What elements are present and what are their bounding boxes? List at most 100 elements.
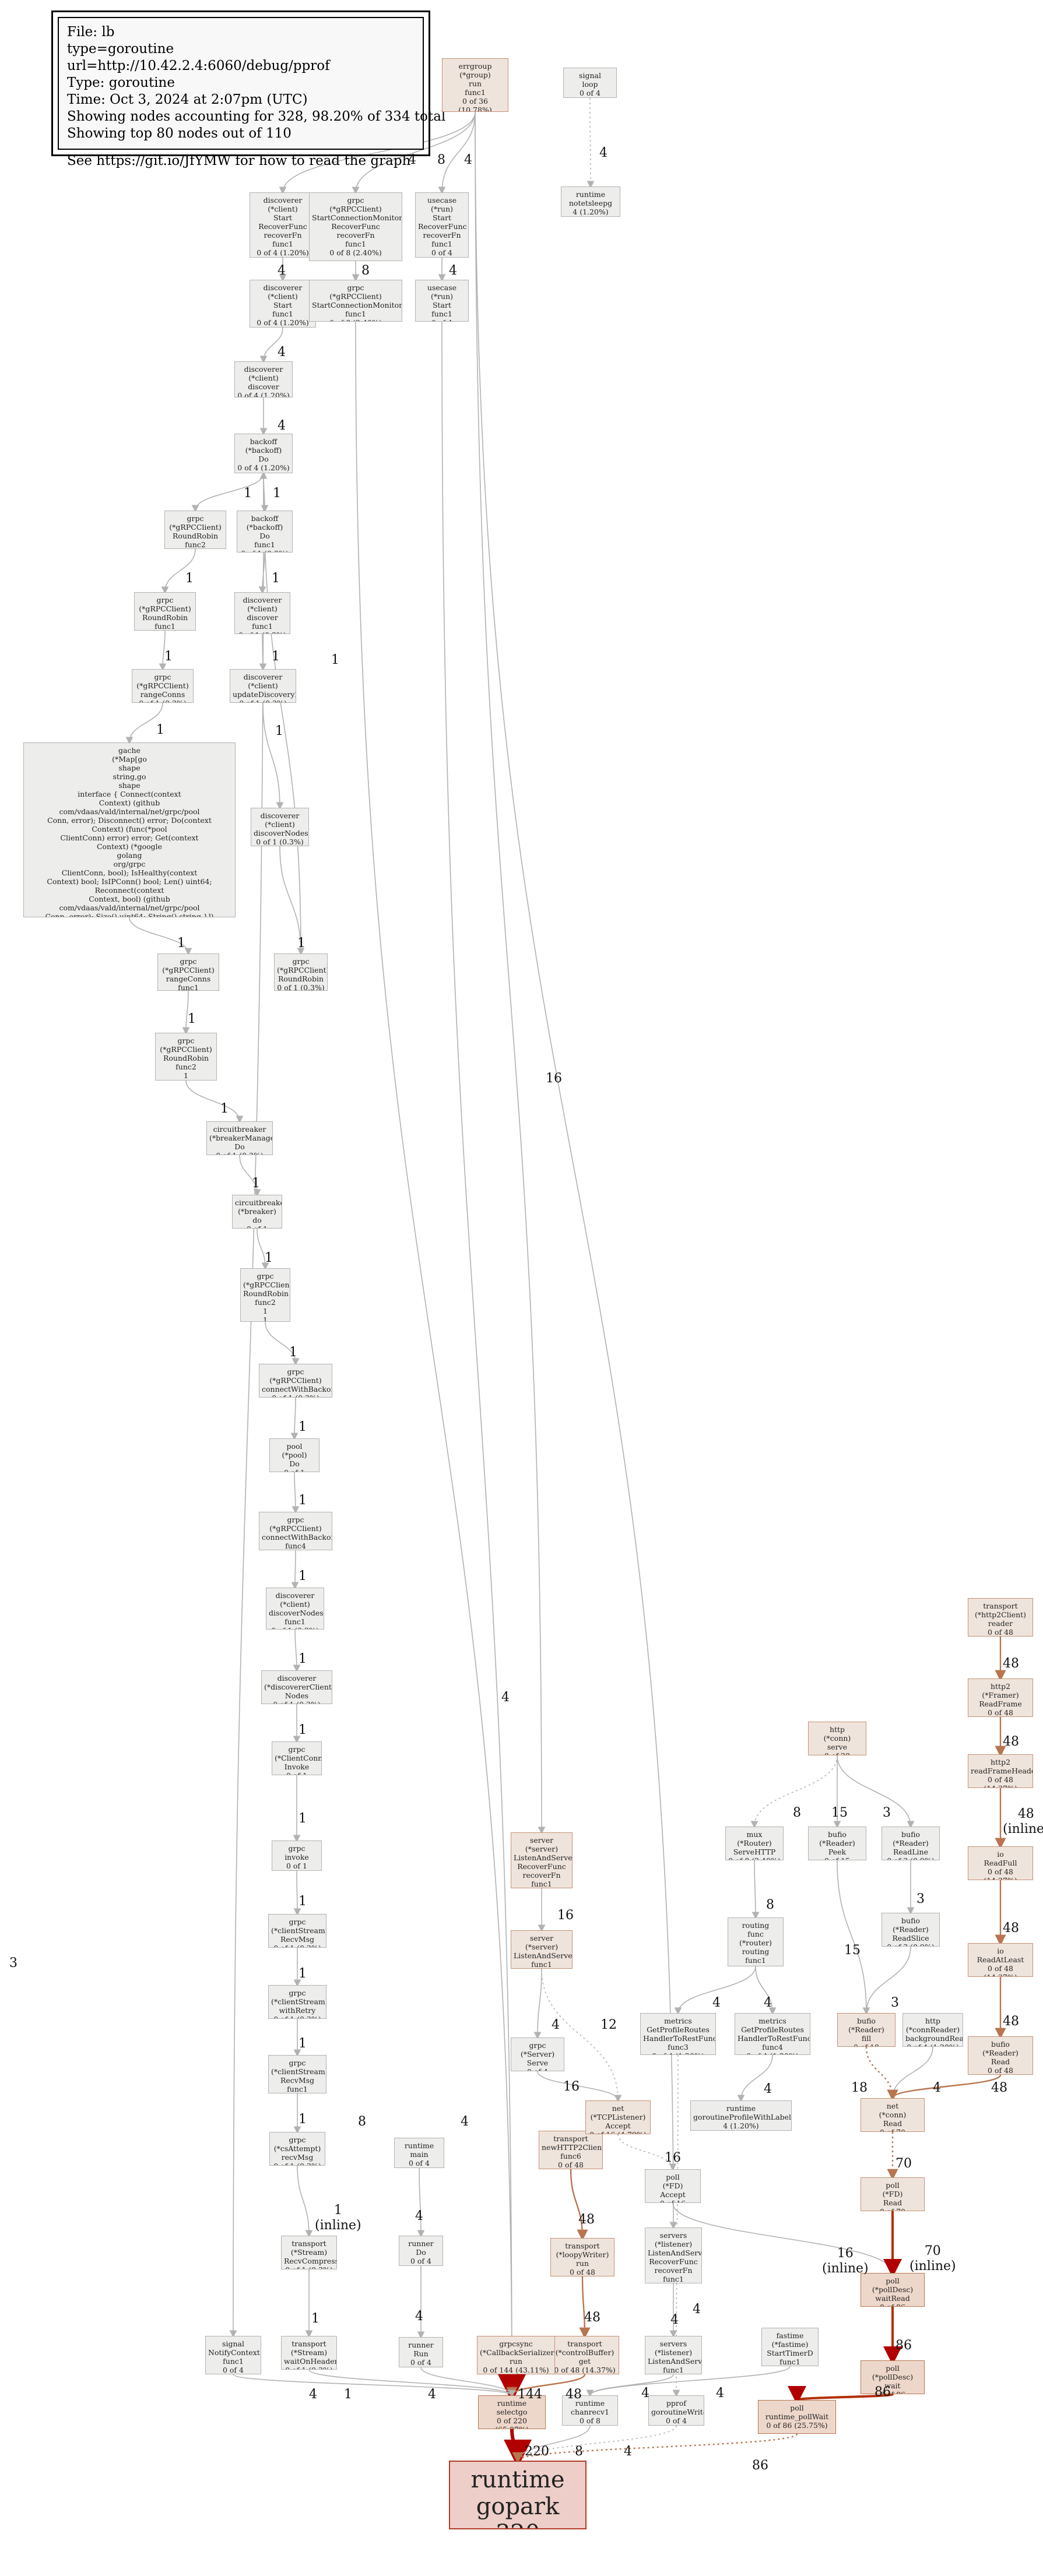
graph-node-grpc-withretry[interactable]: grpc (*clientStream) withRetry 0 of 1 (0… xyxy=(268,1985,326,2019)
graph-node-runner-do[interactable]: runner Do 0 of 4 (1.20%) xyxy=(399,2236,443,2266)
graph-node-gache-range[interactable]: gache (*Map[go shape string,go shape int… xyxy=(23,742,236,917)
graph-node-bufio-peek[interactable]: bufio (*Reader) Peek 0 of 15 (4.49%) xyxy=(808,1827,866,1860)
graph-node-usecase-start-func1[interactable]: usecase (*run) Start func1 0 of 4 (1.20%… xyxy=(415,280,469,322)
graph-node-pool-do[interactable]: pool (*pool) Do 0 of 1 (0.3%) xyxy=(269,1438,319,1472)
graph-node-transport-loopywriter[interactable]: transport (*loopyWriter) run 0 of 48 (14… xyxy=(550,2238,614,2276)
graph-edge xyxy=(265,1321,300,1366)
graph-node-disc-discover[interactable]: discoverer (*client) discover 0 of 4 (1.… xyxy=(234,361,293,397)
graph-node-http-connreader-bgread[interactable]: http (*connReader) backgroundRead 0 of 4… xyxy=(902,2013,963,2047)
edge-weight-label: 1 xyxy=(273,486,281,501)
edge-weight-label: 220 xyxy=(525,2444,549,2459)
graph-node-pprof-goroutine[interactable]: pprof goroutineWrite 0 of 4 (1.20%) xyxy=(648,2395,704,2426)
graph-node-errgroup[interactable]: errgroup (*group) run func1 0 of 36 (10.… xyxy=(442,58,508,112)
graph-node-runtime-selectgo[interactable]: runtime selectgo 0 of 220 (65.87%) xyxy=(478,2395,546,2429)
graph-edge xyxy=(441,321,516,2398)
graph-node-bufio-readline[interactable]: bufio (*Reader) ReadLine 0 of 3 (0.9%) xyxy=(882,1827,940,1860)
graph-node-bufio-readslice[interactable]: bufio (*Reader) ReadSlice 0 of 3 (0.9%) xyxy=(882,1913,940,1947)
graph-node-runner-run[interactable]: runner Run 0 of 4 (1.20%) xyxy=(399,2337,443,2367)
graph-edge xyxy=(737,2054,773,2103)
edge-weight-label: 86 xyxy=(875,2385,891,2399)
graph-node-io-readfull[interactable]: io ReadFull 0 of 48 (14.37%) xyxy=(968,1846,1033,1880)
graph-node-disc-discover-func1[interactable]: discoverer (*client) discover func1 0 of… xyxy=(234,592,290,634)
graph-node-grpc-roundrobin-func2[interactable]: grpc (*gRPCClient) RoundRobin func2 0 of… xyxy=(164,511,226,549)
graph-node-grpc-server-serve[interactable]: grpc (*Server) Serve 0 of 4 (1.20%) xyxy=(511,2037,564,2071)
graph-node-grpc-startconn-func1[interactable]: grpc (*gRPCClient) StartConnectionMonito… xyxy=(309,280,402,322)
graph-node-poll-fd-accept[interactable]: poll (*FD) Accept 0 of 16 (4.79%) xyxy=(645,2169,701,2203)
graph-node-bufio-fill[interactable]: bufio (*Reader) fill 0 of 18 (5.39%) xyxy=(837,2013,895,2047)
edge-weight-label: 1 xyxy=(298,2036,307,2051)
graph-node-server-recover[interactable]: server (*server) ListenAndServe RecoverF… xyxy=(511,1832,573,1888)
graph-node-http2-framer-readframe[interactable]: http2 (*Framer) ReadFrame 0 of 48 (14.37… xyxy=(968,1678,1033,1717)
graph-node-routing-func1[interactable]: routing func (*router) routing func1 0 o… xyxy=(728,1917,784,1966)
graph-node-poll-polldesc-waitread[interactable]: poll (*pollDesc) waitRead 0 of 86 (25.75… xyxy=(861,2273,925,2307)
graph-node-grpc-roundrobin-func1[interactable]: grpc (*gRPCClient) RoundRobin func1 0 of… xyxy=(134,592,196,631)
graph-node-runtime-main[interactable]: runtime main 0 of 4 (1.20%) xyxy=(394,2138,444,2168)
graph-node-grpc-roundrobin[interactable]: grpc (*gRPCClient) RoundRobin 0 of 1 (0.… xyxy=(274,953,328,991)
graph-node-backoff-do[interactable]: backoff (*backoff) Do 0 of 4 (1.20%) xyxy=(234,434,293,473)
edge-weight-label: 1 xyxy=(177,936,185,951)
graph-node-grpc-connectwithbackoff[interactable]: grpc (*gRPCClient) connectWithBackoff 0 … xyxy=(259,1364,332,1398)
graph-node-transport-recvcompress[interactable]: transport (*Stream) RecvCompress 0 of 1 … xyxy=(281,2236,337,2269)
graph-node-runtime-notetsleepg[interactable]: runtime notetsleepg 4 (1.20%) xyxy=(561,186,620,217)
graph-node-grpc-cc-invoke[interactable]: grpc (*ClientConn) Invoke 0 of 1 (0.3%) xyxy=(272,1741,322,1775)
graph-node-poll-runtime-pollwait[interactable]: poll runtime_pollWait 0 of 86 (25.75%) xyxy=(758,2400,836,2434)
graph-node-grpc-rr-func2-1-1[interactable]: grpc (*gRPCClient) RoundRobin func2 1 1 … xyxy=(240,1268,290,1322)
graph-node-poll-fd-read[interactable]: poll (*FD) Read 0 of 70 (20.96%) xyxy=(861,2177,925,2211)
graph-node-servers-listenandserve-recover[interactable]: servers (*listener) ListenAndServe Recov… xyxy=(645,2227,702,2283)
graph-node-transport-controlbuffer[interactable]: transport (*controlBuffer) get 0 of 48 (… xyxy=(550,2336,619,2374)
graph-node-grpc-clientstream-recvmsg[interactable]: grpc (*clientStream) RecvMsg 0 of 1 (0.3… xyxy=(268,1914,326,1948)
graph-node-disc-discovernodes[interactable]: discoverer (*client) discoverNodes 0 of … xyxy=(251,808,309,846)
graph-node-metrics-func4[interactable]: metrics GetProfileRoutes HandlerToRestFu… xyxy=(735,2013,810,2055)
graph-node-io-readatleast[interactable]: io ReadAtLeast 0 of 48 (14.37%) xyxy=(968,1943,1033,1977)
graph-node-cb-do[interactable]: circuitbreaker (*breakerManager) Do 0 of… xyxy=(206,1121,273,1155)
graph-node-grpc-invoke[interactable]: grpc invoke 0 of 1 (0.3%) xyxy=(272,1840,322,1871)
graph-node-signal-notifycontext[interactable]: signal NotifyContext func1 0 of 4 (1.20%… xyxy=(205,2336,261,2374)
graph-node-grpc-cwb-func4[interactable]: grpc (*gRPCClient) connectWithBackoff fu… xyxy=(259,1512,332,1550)
edge-weight-label: 8 xyxy=(793,1806,801,1820)
graph-node-runtime-gopark[interactable]: runtime gopark 320 (95.81%) xyxy=(449,2461,587,2529)
graph-node-net-conn-read[interactable]: net (*conn) Read 0 of 70 (20.96%) xyxy=(861,2098,925,2132)
graph-node-disc-discovernodes-func1[interactable]: discoverer (*client) discoverNodes func1… xyxy=(266,1588,324,1630)
graph-node-grpc-startconn-recover[interactable]: grpc (*gRPCClient) StartConnectionMonito… xyxy=(309,192,402,261)
edge-weight-label: 1 xyxy=(298,2112,307,2127)
graph-node-signal-loop[interactable]: signal loop 0 of 4 (1.20%) xyxy=(563,68,617,98)
graph-node-transport-newhttp2client[interactable]: transport newHTTP2Client func6 0 of 48 (… xyxy=(539,2131,603,2169)
graph-edge xyxy=(292,1472,300,1514)
graph-node-disc-nodes[interactable]: discoverer (*discovererClient) Nodes 0 o… xyxy=(261,1670,332,1704)
graph-node-disc-start-recover[interactable]: discoverer (*client) Start RecoverFunc r… xyxy=(250,192,316,258)
graph-node-http-conn-serve[interactable]: http (*conn) serve 0 of 28 (8.38%) xyxy=(808,1722,866,1755)
graph-edge xyxy=(308,2369,516,2398)
graph-node-grpc-rangeconns[interactable]: grpc (*gRPCClient) rangeConns 0 of 1 (0.… xyxy=(132,669,194,703)
graph-node-backoff-do-func1[interactable]: backoff (*backoff) Do func1 0 of 1 (0.3%… xyxy=(237,511,293,552)
edge-weight-label: 1 xyxy=(298,1652,307,1666)
graph-node-poll-polldesc-wait[interactable]: poll (*pollDesc) wait 0 of 86 (25.75%) xyxy=(861,2360,925,2394)
edge-weight-label: 48 xyxy=(1003,2014,1019,2029)
graph-node-grpc-recvmsg-func1[interactable]: grpc (*clientStream) RecvMsg func1 0 of … xyxy=(268,2055,326,2093)
edge-weight-label: 48 xyxy=(566,2387,582,2402)
graph-edge xyxy=(262,702,284,810)
graph-edge xyxy=(355,321,516,2398)
graph-node-runtime-goroutineprofile[interactable]: runtime goroutineProfileWithLabels 4 (1.… xyxy=(690,2100,792,2131)
graph-node-transport-http2client-reader[interactable]: transport (*http2Client) reader 0 of 48 … xyxy=(968,1598,1033,1637)
graph-node-transport-waitonheader[interactable]: transport (*Stream) waitOnHeader 0 of 1 … xyxy=(281,2336,337,2370)
graph-node-cb-breaker-do[interactable]: circuitbreaker (*breaker) do 0 of 1 (0.3… xyxy=(232,1195,282,1229)
graph-node-grpcsync-callback[interactable]: grpcsync (*CallbackSerializer) run 0 of … xyxy=(477,2336,555,2374)
graph-node-runtime-chanrecv1[interactable]: runtime chanrecv1 0 of 8 (2.40%) xyxy=(562,2395,618,2426)
graph-node-disc-updateinfo[interactable]: discoverer (*client) updateDiscoveryInfo… xyxy=(230,669,296,703)
edge-weight-label: 48 xyxy=(991,2081,1007,2095)
edge-weight-label: 1 xyxy=(344,2387,352,2402)
graph-node-servers-listenandserve-func1[interactable]: servers (*listener) ListenAndServe func1… xyxy=(645,2336,702,2374)
graph-node-grpc-roundrobin-func2-1[interactable]: grpc (*gRPCClient) RoundRobin func2 1 0 … xyxy=(155,1033,217,1081)
graph-node-server-listenandserve-func1[interactable]: server (*server) ListenAndServe func1 0 … xyxy=(511,1930,573,1969)
graph-node-metrics-func3[interactable]: metrics GetProfileRoutes HandlerToRestFu… xyxy=(640,2013,716,2055)
graph-node-grpc-rangeconns-func1[interactable]: grpc (*gRPCClient) rangeConns func1 0 of… xyxy=(157,953,219,991)
graph-node-http2-readframeheader[interactable]: http2 readFrameHeader 0 of 48 (14.37%) xyxy=(968,1754,1033,1788)
graph-node-usecase-start-recover[interactable]: usecase (*run) Start RecoverFunc recover… xyxy=(415,192,469,258)
graph-node-grpc-csattempt-recvmsg[interactable]: grpc (*csAttempt) recvMsg 0 of 1 (0.3%) xyxy=(269,2132,325,2166)
graph-node-disc-start-func1[interactable]: discoverer (*client) Start func1 0 of 4 … xyxy=(250,280,316,328)
graph-node-fastime-starttimerd[interactable]: fastime (*fastime) StartTimerD func1 0 o… xyxy=(761,2328,819,2366)
graph-node-mux-servehttp[interactable]: mux (*Router) ServeHTTP 0 of 8 (2.40%) xyxy=(725,1827,784,1860)
graph-node-bufio-read[interactable]: bufio (*Reader) Read 0 of 48 (14.37%) xyxy=(968,2036,1033,2075)
edge-weight-label: 3 xyxy=(891,1996,899,2010)
graph-node-net-tcplistener-accept[interactable]: net (*TCPListener) Accept 0 of 16 (4.79%… xyxy=(585,2100,651,2134)
